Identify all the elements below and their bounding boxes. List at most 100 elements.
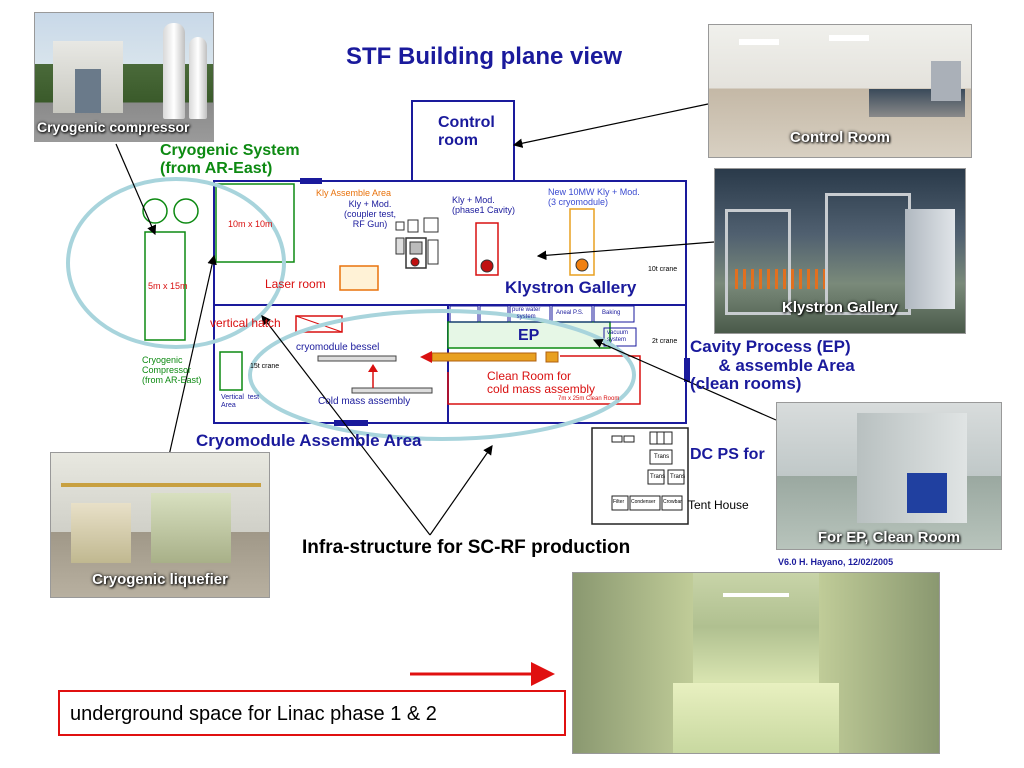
dc-ps-label: DC PS for xyxy=(690,446,765,463)
arrow-liquefier xyxy=(167,254,217,461)
kly-mod-coupler-label: Kly + Mod. (coupler test, RF Gun) xyxy=(344,199,397,229)
crane-10t-label: 10t crane xyxy=(648,266,678,273)
up-arrow-head xyxy=(368,364,378,372)
arrow-ep xyxy=(592,338,777,421)
kly-eq-3 xyxy=(423,217,439,233)
trans3-box xyxy=(667,469,685,485)
klystron-fence xyxy=(735,269,825,289)
control-room-rack xyxy=(931,61,961,101)
vertical-test-area-label: Vertical test Area xyxy=(221,394,260,409)
vertical-hatch-label: vertical hatch xyxy=(210,316,281,330)
crane-15t-label: 15t crane xyxy=(250,363,280,370)
liquefier-unit-1 xyxy=(71,503,131,563)
compressor-door xyxy=(75,69,101,113)
anneal-ps-label: Aneal P.S. xyxy=(556,310,584,316)
area-5x15-box xyxy=(144,231,186,341)
underground-box: underground space for Linac phase 1 & 2 xyxy=(58,690,566,736)
cryomodule-assemble-area-label: Cryomodule Assemble Area xyxy=(196,431,422,450)
tunnel-light xyxy=(723,593,789,597)
arrow-infra-left xyxy=(261,315,431,536)
cryomodule-bessel-bar xyxy=(317,355,397,362)
ep-label: EP xyxy=(518,327,540,344)
infra-label: Infra-structure for SC-RF production xyxy=(302,537,631,558)
klystron-frame-1 xyxy=(725,209,791,315)
pure-water-label: pure water system xyxy=(512,307,541,320)
trans3-label: Trans xyxy=(670,474,686,480)
kly-eq-5 xyxy=(405,237,427,269)
control-room-ceiling-light-2 xyxy=(829,35,869,41)
phase1-box xyxy=(475,222,499,276)
arrow-control-room xyxy=(512,103,709,148)
cryogenic-system-label: Cryogenic System (from AR-East) xyxy=(160,142,300,177)
photo-ep-clean-room: For EP, Clean Room xyxy=(776,402,1002,550)
trans1-label: Trans xyxy=(654,454,670,460)
tunnel-floor xyxy=(673,683,839,753)
area-10x10-label: 10m x 10m xyxy=(228,219,273,229)
cryogenic-port xyxy=(300,178,322,184)
compressor-tank-1 xyxy=(163,23,185,119)
cold-mass-assembly-label: Cold mass assembly xyxy=(318,396,411,407)
cryomodule-port xyxy=(334,420,368,426)
arrow-klystron xyxy=(536,241,715,261)
left-arrow-head xyxy=(420,351,432,363)
filter-box xyxy=(611,495,629,511)
version-label: V6.0 H. Hayano, 12/02/2005 xyxy=(778,557,894,567)
tunnel-right-wall xyxy=(819,573,939,753)
cold-mass-bar xyxy=(351,387,433,394)
condenser-label: Condenser xyxy=(631,499,656,505)
aneal-ps-box xyxy=(551,305,593,323)
area-10x10-box xyxy=(215,183,295,263)
condenser-box xyxy=(629,495,661,511)
tent-house-label: Tent House xyxy=(688,498,749,512)
kly-eq-1 xyxy=(395,221,405,231)
compressor-tank-2 xyxy=(189,37,207,119)
vertical-hatch-box xyxy=(295,315,343,333)
photo-caption-klystron: Klystron Gallery xyxy=(782,299,898,316)
klystron-frame-2 xyxy=(825,193,911,315)
kly-eq-8 xyxy=(427,239,439,265)
new10mw-circle xyxy=(575,258,589,272)
klystron-gallery-label: Klystron Gallery xyxy=(505,278,637,297)
clean-room-lift xyxy=(907,473,947,513)
photo-underground-tunnel xyxy=(572,572,940,754)
tent-eq-2 xyxy=(623,435,635,443)
trans2-label: Trans xyxy=(650,474,666,480)
photo-control-room: Control Room xyxy=(708,24,972,158)
clean-room-label: Clean Room for cold mass assembly xyxy=(487,369,596,397)
photo-caption-control-room: Control Room xyxy=(790,129,890,146)
kly-eq-7 xyxy=(410,257,420,267)
cryo-tank-1 xyxy=(142,198,168,224)
kly-eq-4 xyxy=(395,237,405,255)
tent-eq-1 xyxy=(611,435,623,443)
cavity-process-label: Cavity Process (EP) & assemble Area (cle… xyxy=(690,337,855,394)
ep-port xyxy=(684,358,690,382)
phase1-circle xyxy=(480,259,494,273)
photo-cryogenic-compressor: Cryogenic compressor xyxy=(34,12,214,142)
trans1-box xyxy=(649,449,673,465)
orange-bar xyxy=(431,352,537,362)
clean-room-outline xyxy=(447,355,641,405)
arrow-infra-right xyxy=(429,445,493,536)
kly-eq-2 xyxy=(407,219,419,233)
crowbar-box xyxy=(661,495,683,511)
cryo-tank-2 xyxy=(173,198,199,224)
vacuum-system-label: vacuum system xyxy=(607,330,629,343)
underground-label: underground space for Linac phase 1 & 2 xyxy=(70,703,437,725)
laser-room-box xyxy=(339,265,379,291)
control-room-ceiling-light xyxy=(739,39,779,45)
cryogenic-compressor-label: Cryogenic Compressor (from AR-East) xyxy=(142,355,202,385)
area-5x15-label: 5m x 15m xyxy=(148,281,188,291)
tent-house-box xyxy=(591,427,689,525)
baking-box xyxy=(593,305,635,323)
crane-2t-label: 2t crane xyxy=(652,338,678,345)
page-title: STF Building plane view xyxy=(346,43,623,70)
ep-arrow-box xyxy=(545,351,559,363)
arrow-compressor xyxy=(115,143,157,236)
clean-room-size-label: 7m x 25m Clean Room xyxy=(558,396,620,402)
filter-label: Filter xyxy=(613,499,625,505)
control-room-label: Control room xyxy=(438,114,495,149)
kly-assemble-area-label: Kly Assemble Area xyxy=(316,188,392,198)
liquefier-unit-2 xyxy=(151,493,231,563)
trans2-box xyxy=(647,469,665,485)
